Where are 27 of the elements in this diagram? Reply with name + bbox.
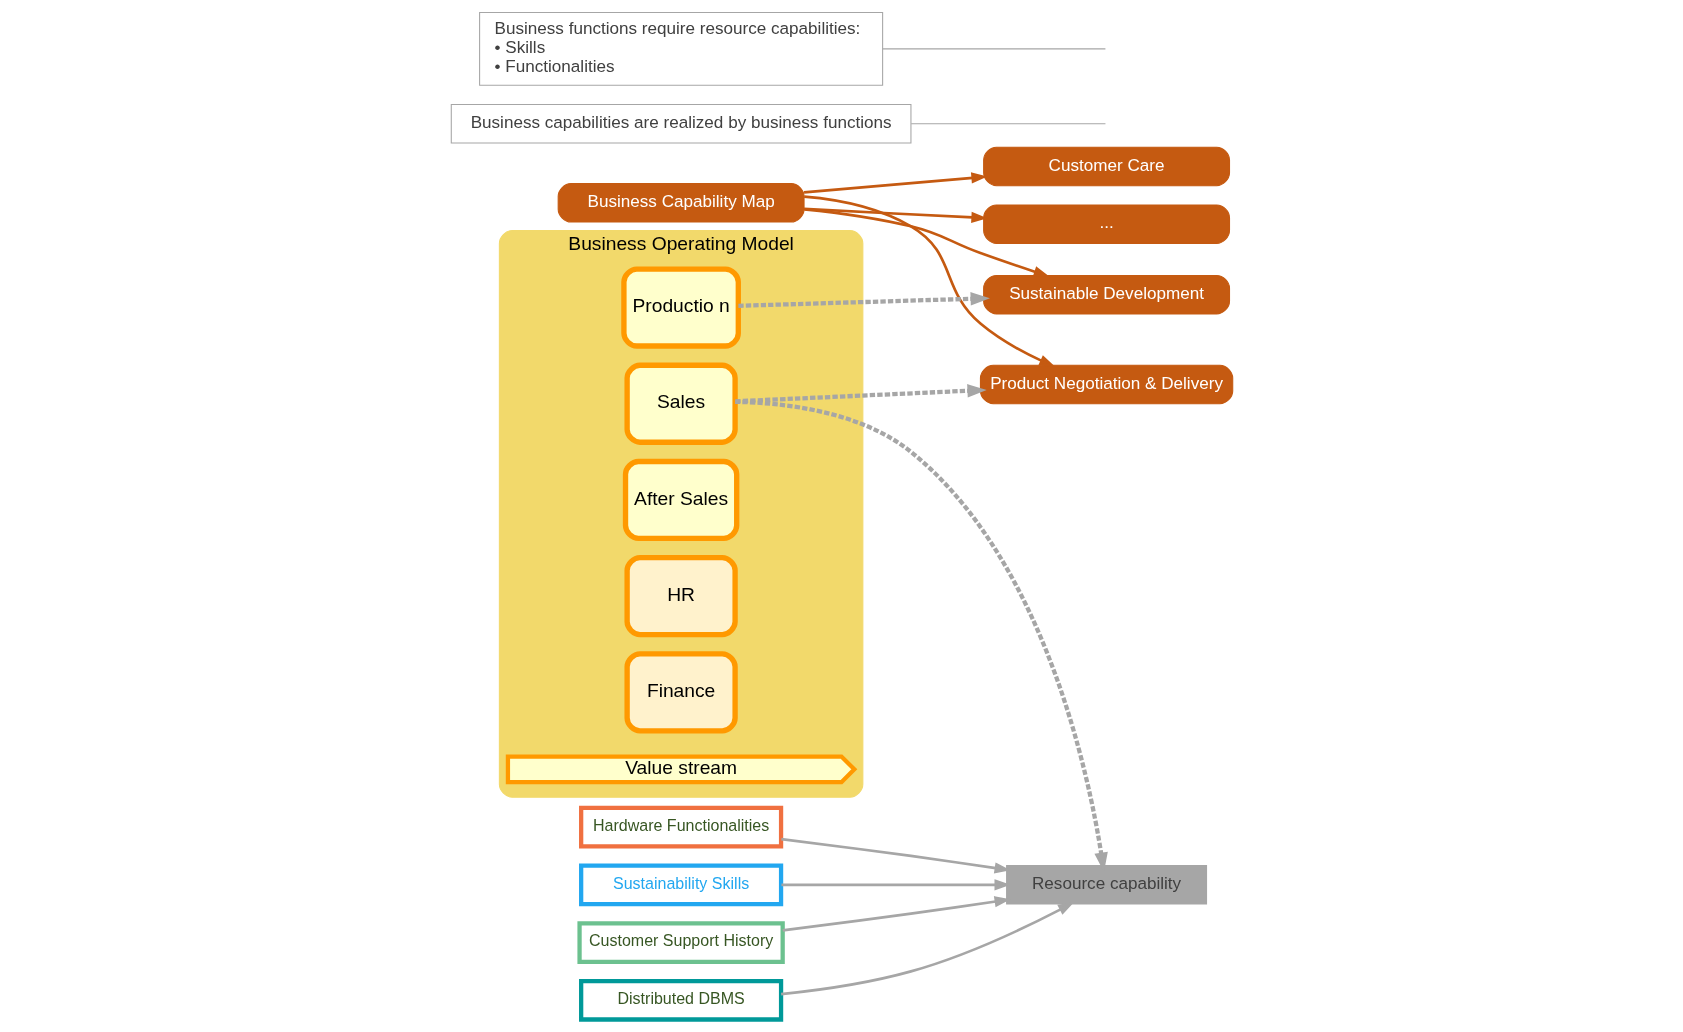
arrow (737, 292, 990, 308)
node-box: Product Negotiation & Delivery (979, 364, 1233, 405)
arrow (803, 172, 987, 194)
arrow (734, 399, 1108, 872)
arrow (803, 195, 1055, 367)
node-box: Customer Care (982, 146, 1230, 187)
node-box: HR (623, 555, 738, 638)
node-box: After Sales (622, 458, 739, 542)
node-box: Finance (623, 651, 738, 734)
connector (881, 48, 1106, 50)
node-box: Resource capability (1005, 865, 1207, 905)
arrow (803, 208, 1050, 277)
connector (910, 123, 1106, 125)
arrow (803, 207, 987, 223)
node-box: Hardware Functionalities (578, 805, 783, 849)
node-box: Sustainability Skills (578, 863, 783, 907)
node-box: Business functions require resource capabilities: • Skills • Functionalities (478, 11, 883, 86)
node-box: Business capabilities are realized by business functions (450, 103, 911, 144)
arrow (734, 384, 987, 404)
node-box: Customer Support History (576, 921, 785, 964)
node-box: Productio n (620, 266, 741, 349)
arrow (780, 902, 1074, 996)
node-box: ... (982, 204, 1230, 244)
node-box: Distributed DBMS (578, 978, 783, 1022)
node-box: Business Capability Map (557, 183, 805, 223)
node-box: Sales (623, 362, 738, 445)
node-box: Sustainable Development (982, 274, 1230, 315)
